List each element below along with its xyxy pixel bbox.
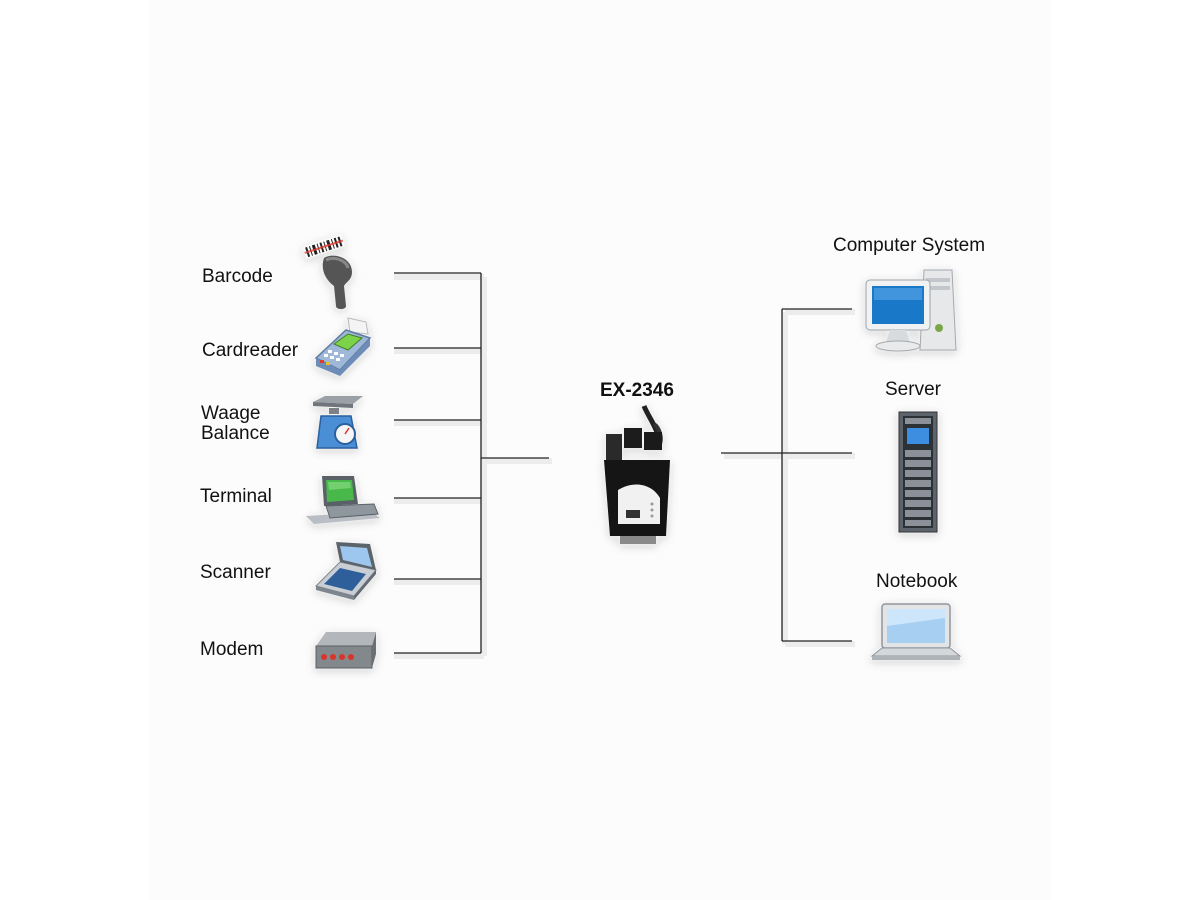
- notebook-icon: [868, 602, 964, 664]
- modem-icon: [314, 628, 378, 672]
- label-server: Server: [885, 379, 941, 400]
- barcode-scanner-icon: [300, 234, 364, 312]
- label-computer-system: Computer System: [833, 235, 986, 256]
- label-terminal: Terminal: [200, 486, 272, 507]
- label-barcode: Barcode: [202, 266, 273, 287]
- scale-icon: [311, 394, 367, 452]
- card-reader-icon: [310, 316, 374, 378]
- flatbed-scanner-icon: [314, 540, 378, 600]
- label-adapter: EX-2346: [600, 380, 674, 401]
- label-cardreader: Cardreader: [202, 340, 299, 361]
- label-notebook: Notebook: [876, 571, 958, 592]
- desktop-computer-icon: [864, 266, 960, 358]
- label-modem: Modem: [200, 639, 264, 660]
- server-rack-icon: [897, 410, 939, 536]
- terminal-icon: [302, 472, 382, 526]
- label-scanner: Scanner: [200, 562, 271, 583]
- serial-adapter-icon: [604, 405, 674, 546]
- label-scale: Waage Balance: [201, 403, 270, 444]
